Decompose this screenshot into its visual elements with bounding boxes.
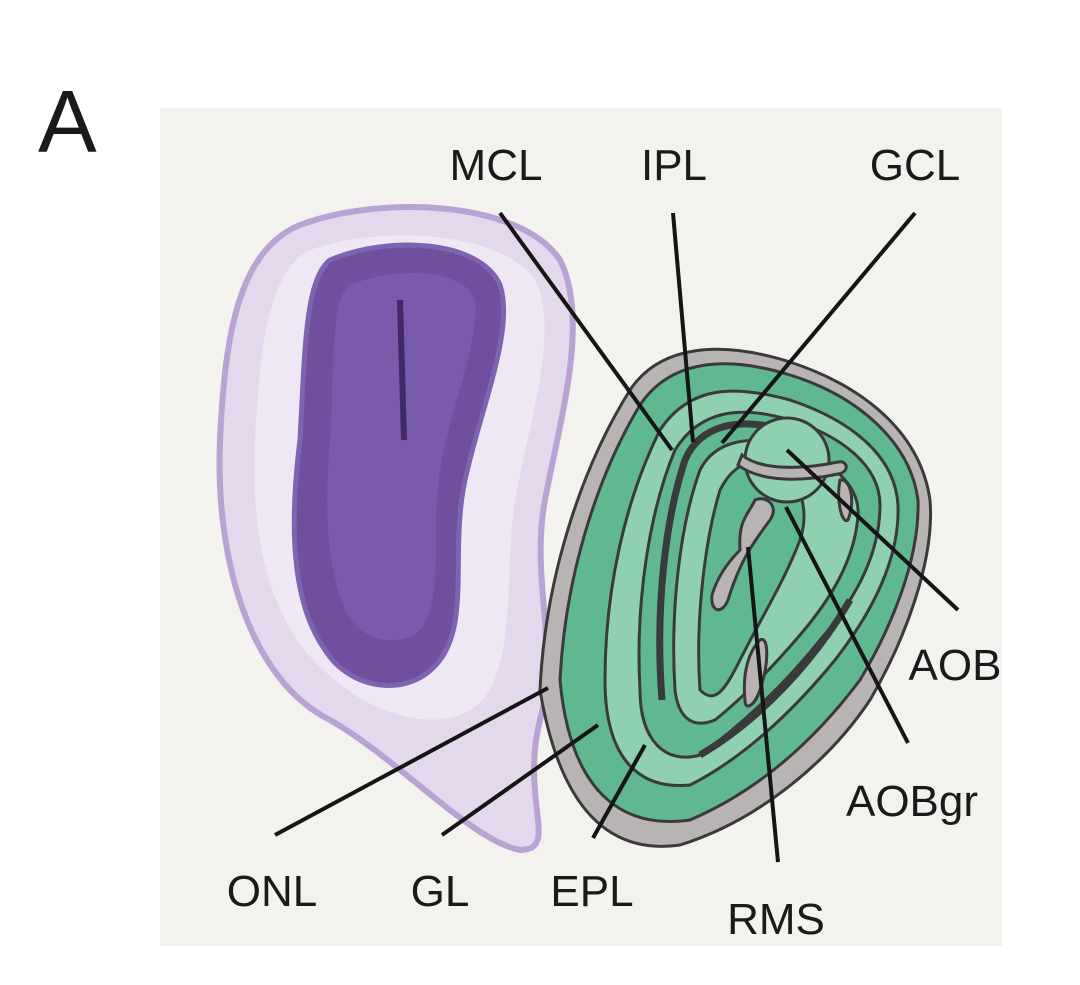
label-aobgr: AOBgr	[846, 777, 978, 826]
epl-leader-line	[591, 744, 647, 839]
label-epl: EPL	[550, 867, 633, 916]
gcl-leader-line	[720, 211, 917, 445]
label-mcl: MCL	[450, 141, 543, 190]
label-aob: AOB	[909, 641, 1002, 690]
ipl-leader-line	[671, 212, 695, 443]
mcl-leader-line	[498, 211, 674, 452]
label-rms: RMS	[727, 895, 825, 944]
aobgr-leader-line	[784, 506, 910, 744]
panel-letter: A	[38, 72, 97, 171]
onl-leader-line	[274, 686, 549, 837]
label-gcl: GCL	[870, 141, 960, 190]
label-ipl: IPL	[641, 141, 707, 190]
aob-leader-line	[785, 448, 960, 612]
gl-leader-line	[440, 723, 600, 837]
rms-leader-line	[746, 546, 780, 863]
label-gl: GL	[411, 867, 470, 916]
nissl-section-image	[216, 204, 576, 854]
bulb-schematic	[538, 347, 933, 848]
label-onl: ONL	[227, 867, 317, 916]
leader-lines	[274, 211, 960, 863]
